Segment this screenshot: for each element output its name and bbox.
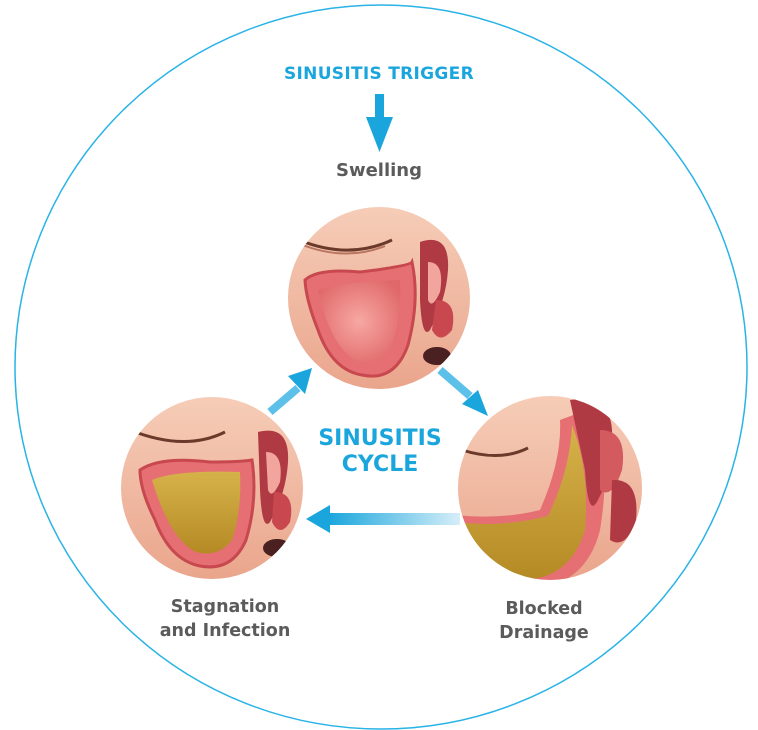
stagnation-infection-illustration <box>120 396 304 580</box>
center-title-line-1: SINUSITIS <box>280 426 480 452</box>
center-title: SINUSITIS CYCLE <box>280 426 480 479</box>
stage-blocked-label: Blocked Drainage <box>454 598 634 645</box>
stage-swelling-line: Swelling <box>279 160 479 183</box>
arrow-up-right-icon <box>270 368 312 412</box>
trigger-label: SINUSITIS TRIGGER <box>229 64 529 85</box>
arrow-left-icon <box>306 505 460 533</box>
blocked-drainage-illustration <box>455 393 643 590</box>
stage-stagnation-line-1: Stagnation <box>120 596 330 620</box>
stage-blocked-line-1: Blocked <box>454 598 634 622</box>
stage-swelling-label: Swelling <box>279 160 479 183</box>
arrow-down-right-icon <box>440 370 488 416</box>
stage-stagnation-label: Stagnation and Infection <box>120 596 330 643</box>
arrow-down-icon <box>366 94 393 152</box>
swelling-illustration <box>287 206 471 390</box>
center-title-line-2: CYCLE <box>280 452 480 478</box>
stage-blocked-line-2: Drainage <box>454 622 634 646</box>
stage-stagnation-line-2: and Infection <box>120 620 330 644</box>
